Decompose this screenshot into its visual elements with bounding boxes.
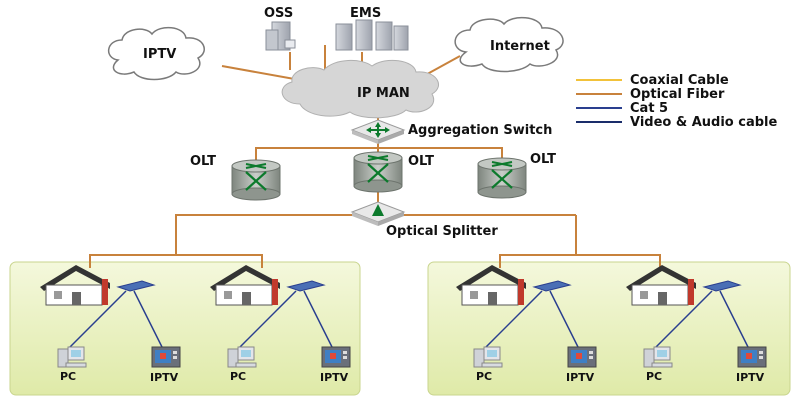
home-group: PC IPTV (456, 265, 597, 384)
optical-splitter-label: Optical Splitter (386, 224, 498, 239)
legend-label-cat5: Cat 5 (630, 101, 668, 116)
pc-label: PC (476, 370, 492, 383)
iptv-cloud-icon (108, 26, 205, 81)
house-icon (626, 265, 696, 306)
internet-cloud-label: Internet (490, 39, 550, 54)
iptv-label: IPTV (320, 371, 349, 384)
legend-label-fiber: Optical Fiber (630, 87, 725, 102)
legend-label-coaxial: Coaxial Cable (630, 73, 729, 88)
olt-icon (231, 159, 281, 201)
iptv-label: IPTV (736, 371, 765, 384)
pc-label: PC (60, 370, 76, 383)
iptv-tv-icon (151, 346, 181, 368)
ems-server-icon (335, 19, 409, 51)
home-group: PC IPTV (40, 265, 181, 384)
cat5-link (239, 290, 297, 348)
iptv-cloud-label: IPTV (143, 47, 176, 62)
cat5-link (303, 290, 333, 348)
ont-modem-icon (532, 280, 572, 292)
pc-icon (57, 346, 87, 368)
legend: Coaxial Cable Optical Fiber Cat 5 Video … (576, 73, 778, 130)
pc-label: PC (230, 370, 246, 383)
pc-icon (227, 346, 257, 368)
house-icon (210, 265, 280, 306)
olt-icon (353, 151, 403, 193)
cat5-link (655, 290, 713, 348)
aggregation-switch-label: Aggregation Switch (408, 123, 552, 138)
optical-splitter-icon (350, 201, 406, 226)
house-icon (456, 265, 526, 306)
ont-modem-icon (286, 280, 326, 292)
olt-label-3: OLT (530, 152, 556, 167)
ip-man-cloud-icon (281, 59, 439, 119)
olt-label-1: OLT (190, 154, 216, 169)
cat5-link (69, 290, 127, 348)
legend-label-video-audio: Video & Audio cable (630, 115, 778, 130)
ip-man-label: IP MAN (357, 86, 410, 101)
internet-cloud-icon (454, 16, 564, 73)
pc-icon (643, 346, 673, 368)
cat5-link (133, 290, 163, 348)
iptv-tv-icon (321, 346, 351, 368)
cat5-link (719, 290, 749, 348)
pc-label: PC (646, 370, 662, 383)
oss-label: OSS (264, 6, 293, 21)
ont-modem-icon (702, 280, 742, 292)
home-group: PC IPTV (626, 265, 767, 384)
ont-modem-icon (116, 280, 156, 292)
iptv-label: IPTV (150, 371, 179, 384)
house-icon (40, 265, 110, 306)
aggregation-switch-icon (350, 119, 406, 144)
cat5-link (549, 290, 579, 348)
olt-label-2: OLT (408, 154, 434, 169)
oss-server-icon (265, 21, 296, 51)
cat5-link (485, 290, 543, 348)
pc-icon (473, 346, 503, 368)
olt-icon (477, 157, 527, 199)
ems-label: EMS (350, 6, 381, 21)
home-group: PC IPTV (210, 265, 351, 384)
iptv-tv-icon (737, 346, 767, 368)
iptv-tv-icon (567, 346, 597, 368)
iptv-label: IPTV (566, 371, 595, 384)
